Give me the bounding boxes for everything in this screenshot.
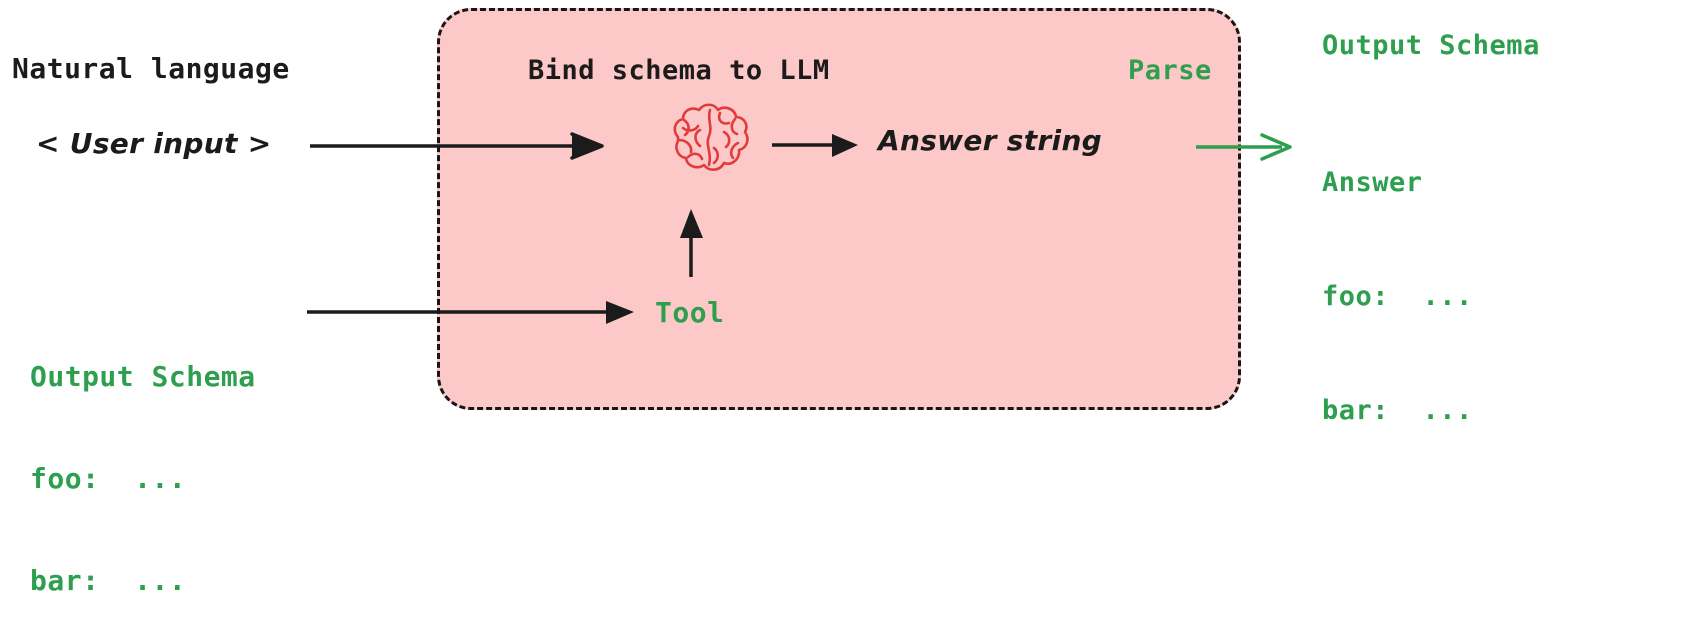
input-schema-title: Output Schema [30, 360, 256, 393]
output-schema-line-answer: Answer [1322, 167, 1423, 198]
natural-language-label: Natural language [12, 52, 290, 85]
bind-schema-label: Bind schema to LLM [528, 55, 830, 86]
input-schema-line-bar: bar: ... [30, 564, 187, 597]
tool-label: Tool [655, 296, 725, 329]
output-schema-title: Output Schema [1322, 30, 1540, 61]
parse-label: Parse [1128, 55, 1212, 86]
llm-panel [437, 8, 1241, 410]
user-input-text: < User input > [36, 127, 272, 160]
input-output-schema-block: Output Schema foo: ... bar: ... [30, 292, 256, 632]
answer-string-label: Answer string [878, 124, 1103, 157]
output-schema-body: Answer foo: ... bar: ... [1322, 88, 1473, 468]
input-schema-line-foo: foo: ... [30, 462, 187, 495]
output-schema-line-bar: bar: ... [1322, 395, 1473, 426]
output-schema-line-foo: foo: ... [1322, 281, 1473, 312]
